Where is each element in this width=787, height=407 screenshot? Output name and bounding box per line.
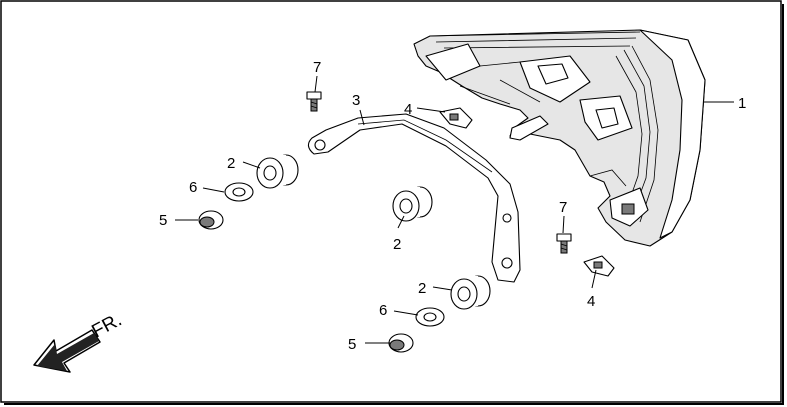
nut-lower [388,333,414,353]
callout-7-upper: 7 [313,59,321,76]
washer-upper [224,182,254,202]
callout-5-lower: 5 [348,336,356,353]
callout-6-upper: 6 [189,179,197,196]
grommet-upper-left [256,154,299,189]
callout-2-lower: 2 [418,280,426,297]
callout-4-upper: 4 [404,101,412,118]
grommet-middle [392,186,433,222]
callout-4-lower: 4 [587,293,595,310]
callout-5-upper: 5 [159,212,167,229]
callout-7-lower: 7 [559,199,567,216]
bolt-upper [306,91,322,112]
leader-lines [175,75,734,344]
bolt-lower [556,233,572,254]
clip-upper [439,107,473,129]
tail-light-assembly [413,29,706,247]
grommet-lower [450,275,491,310]
mounting-bracket [307,113,521,283]
callout-3: 3 [352,92,360,109]
washer-lower [415,307,445,327]
nut-upper [198,210,224,230]
callout-2-upper-left: 2 [227,155,235,172]
clip-lower [583,255,615,277]
callout-1: 1 [738,95,746,112]
callout-labels: 1 2 2 2 3 4 4 5 5 6 6 7 7 [159,59,746,353]
callout-6-lower: 6 [379,302,387,319]
front-direction-indicator: FR. [33,310,125,373]
callout-2-middle: 2 [393,236,401,253]
